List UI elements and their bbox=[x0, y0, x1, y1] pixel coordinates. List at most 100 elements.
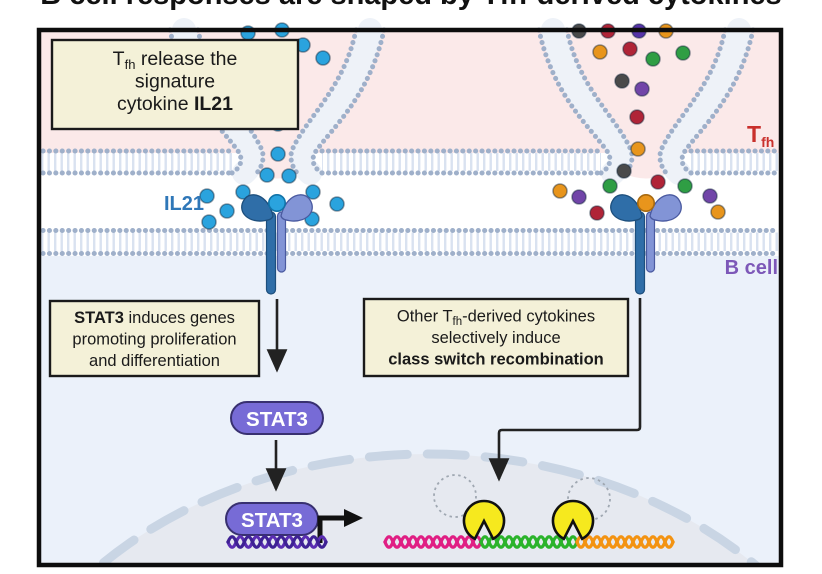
secretion-funnel-right-interior bbox=[567, 30, 725, 179]
b-cell-label: B cell bbox=[725, 257, 778, 279]
stat3-pill: STAT3 bbox=[230, 401, 324, 435]
receptor-lobe-light bbox=[649, 194, 682, 222]
il21-cytokine-dot bbox=[199, 188, 215, 204]
cytokine-dot bbox=[650, 174, 666, 190]
annotation-line: signature bbox=[135, 71, 215, 93]
bead-row bbox=[657, 27, 728, 177]
stat3-pill-nuclear: STAT3 bbox=[225, 502, 319, 536]
annotation-box-stat3: STAT3 induces genes promoting proliferat… bbox=[48, 299, 261, 378]
signal-arrow-csr-to-nucleus bbox=[488, 298, 642, 482]
transcription-arrow bbox=[317, 509, 363, 543]
b-cell-membrane bbox=[40, 228, 780, 256]
aid-enzyme-pacman bbox=[462, 499, 506, 541]
cytokine-receptor bbox=[610, 194, 682, 295]
funnel-wall bbox=[290, 18, 382, 185]
tfh-label: Tfh bbox=[747, 121, 774, 150]
dna-helix-csr-magenta bbox=[383, 535, 483, 549]
annotation-line: Other Tfh-derived cytokines bbox=[397, 308, 595, 329]
tfh-membrane bbox=[40, 148, 780, 176]
dna-helix-csr-orange bbox=[575, 535, 675, 549]
il21-cytokine-dot bbox=[201, 214, 217, 230]
figure-frame-border bbox=[36, 27, 784, 568]
dna-loop bbox=[433, 474, 477, 518]
cytokine-dot bbox=[645, 51, 661, 67]
bead-row bbox=[564, 27, 635, 177]
nuclear-envelope bbox=[95, 449, 761, 564]
il21-label: IL21 bbox=[164, 193, 204, 215]
annotation-line: and differentiation bbox=[89, 352, 220, 370]
lipid-tails bbox=[41, 153, 232, 171]
receptor-lobe-light bbox=[280, 194, 313, 222]
il21-cytokine-dot bbox=[219, 203, 235, 219]
annotation-line: Tfh release the bbox=[113, 48, 238, 72]
annotation-line: class switch recombination bbox=[388, 351, 603, 369]
cytokine-dot bbox=[552, 183, 568, 199]
cytokine-dot bbox=[589, 205, 605, 221]
lipid-tails bbox=[41, 232, 779, 251]
stat3-pill-shape bbox=[230, 401, 324, 435]
receptor-stem-light bbox=[276, 211, 287, 273]
il21-cytokine-dot bbox=[259, 167, 275, 183]
cytokine-dot bbox=[629, 109, 645, 125]
cytokine-dot bbox=[702, 188, 718, 204]
il21-cytokine-dot bbox=[235, 184, 251, 200]
il21-cytokine-dot bbox=[315, 50, 331, 66]
annotation-line: promoting proliferation bbox=[72, 331, 236, 349]
cytokine-dot bbox=[675, 45, 691, 61]
cytokine-dot bbox=[677, 178, 693, 194]
receptor-stem-dark bbox=[265, 211, 277, 295]
cytokine-dot bbox=[592, 44, 608, 60]
clipped-title-text: B cell responses are shaped by Tfh-deriv… bbox=[0, 0, 822, 12]
bound-il21-ligand bbox=[267, 194, 286, 213]
lipid-tails bbox=[691, 153, 779, 171]
dna-strand bbox=[479, 535, 579, 549]
annotation-box-csr: Other Tfh-derived cytokines selectively … bbox=[362, 297, 630, 378]
annotation-line: STAT3 induces genes bbox=[74, 309, 235, 327]
cytokine-dot bbox=[710, 204, 726, 220]
annotation-box bbox=[48, 299, 261, 378]
funnel-wall bbox=[659, 18, 751, 185]
stat3-pill-label: STAT3 bbox=[241, 509, 303, 532]
il21-cytokine-dot bbox=[270, 146, 286, 162]
dna-strand bbox=[226, 535, 328, 549]
bead-row bbox=[288, 27, 359, 177]
il21-receptor bbox=[241, 194, 313, 295]
cytokine-dot bbox=[622, 41, 638, 57]
secretion-funnel-right bbox=[536, 18, 756, 185]
bead-row bbox=[679, 27, 756, 176]
bound-cytokine-ligand bbox=[636, 194, 655, 213]
aid-enzyme-pacman bbox=[551, 499, 595, 541]
cytokine-dot bbox=[571, 189, 587, 205]
stat3-pill-label: STAT3 bbox=[246, 408, 308, 431]
dna-strand bbox=[575, 535, 675, 549]
transcription-arrow-line bbox=[317, 515, 344, 543]
mixed-cytokine-dots bbox=[552, 23, 726, 221]
dna-loop bbox=[567, 477, 611, 521]
receptor-lobe-dark bbox=[610, 194, 643, 222]
lipid-tails bbox=[322, 153, 601, 171]
bead-row bbox=[310, 27, 387, 176]
dna-strand bbox=[383, 535, 483, 549]
cytokine-dot bbox=[630, 141, 646, 157]
receptor-stem-light bbox=[645, 211, 656, 273]
cytokine-dot bbox=[616, 163, 632, 179]
il21-cytokine-dot bbox=[281, 168, 297, 184]
receptor-lobe-dark bbox=[241, 194, 274, 222]
bead-row bbox=[536, 27, 613, 176]
transcription-arrow-head bbox=[344, 509, 363, 527]
cytokine-dot bbox=[634, 81, 650, 97]
cytokine-dot bbox=[602, 178, 618, 194]
cytokine-dot bbox=[614, 73, 630, 89]
annotation-box bbox=[362, 297, 630, 378]
receptor-stem-dark bbox=[634, 211, 646, 295]
annotation-box bbox=[50, 38, 300, 131]
dna-helix-csr-green bbox=[479, 535, 579, 549]
annotation-line: selectively induce bbox=[431, 329, 560, 347]
clipped-title: B cell responses are shaped by Tfh-deriv… bbox=[0, 0, 822, 13]
il21-cytokine-dot bbox=[329, 196, 345, 212]
annotation-box-release: Tfh release the signature cytokine IL21 bbox=[50, 38, 300, 131]
annotation-line: cytokine IL21 bbox=[117, 93, 233, 115]
funnel-wall bbox=[541, 18, 633, 185]
